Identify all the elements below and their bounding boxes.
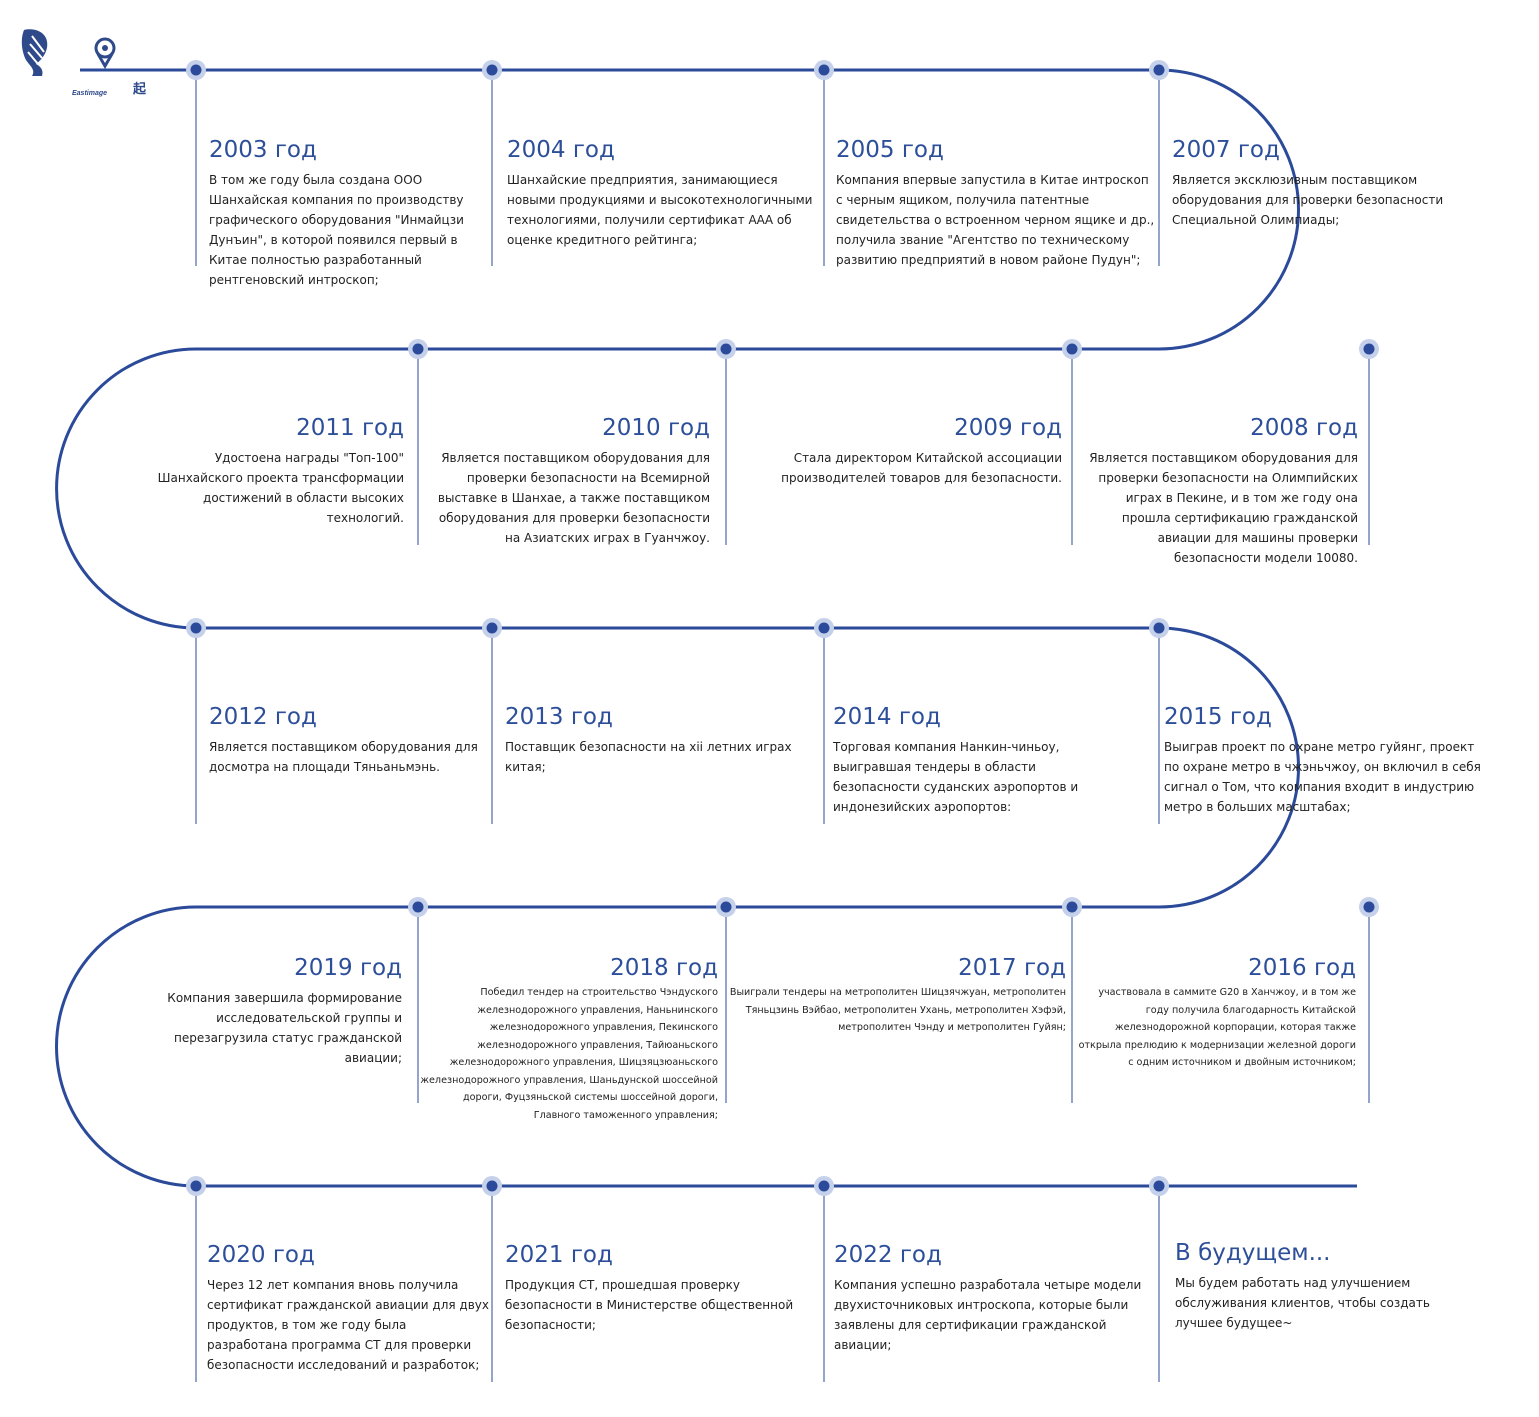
milestone-dot <box>818 64 830 76</box>
milestone-description: Продукция СТ, прошедшая проверку безопас… <box>505 1278 794 1332</box>
milestone-year: 2012 год <box>209 704 317 730</box>
milestone-year: 2014 год <box>833 704 941 730</box>
milestone-dot <box>720 343 732 355</box>
milestone-description: Поставщик безопасности на xii летних игр… <box>505 740 792 774</box>
milestone-dot <box>1363 343 1375 355</box>
milestone-description: Выиграли тендеры на метрополитен Шицзячж… <box>729 987 1066 1033</box>
milestone-dot <box>1066 901 1078 913</box>
milestone-dot <box>720 901 732 913</box>
milestone-year: 2003 год <box>209 137 317 163</box>
milestone-description: Является поставщиком оборудования для пр… <box>437 451 710 545</box>
milestone-year: 2013 год <box>505 704 613 730</box>
milestone-description: В том же году была создана ООО Шанхайска… <box>209 173 464 287</box>
milestone-dot <box>190 1180 202 1192</box>
eastimage-logo-icon <box>21 29 116 76</box>
milestone-description: Выиграв проект по охране метро гуйянг, п… <box>1164 740 1481 814</box>
milestone-dot <box>412 901 424 913</box>
milestone-description: Компания завершила формирование исследов… <box>167 991 402 1065</box>
milestone-description: Является эксклюзивным поставщиком оборуд… <box>1172 173 1444 227</box>
milestone-description: Торговая компания Нанкин-чиньоу, выиграв… <box>833 740 1079 814</box>
milestone-dot <box>412 343 424 355</box>
milestone-dot <box>1363 901 1375 913</box>
milestone-year: 2009 год <box>954 415 1062 441</box>
logo-wordmark: Eastimage <box>72 90 108 97</box>
timeline-path <box>55 68 1357 1188</box>
milestone-dot <box>190 622 202 634</box>
milestone-dot <box>1153 1180 1165 1192</box>
milestone-year: 2016 год <box>1248 955 1356 981</box>
milestone-description: Компания успешно разработала четыре моде… <box>834 1278 1142 1352</box>
company-logo: Eastimage 起 <box>18 26 146 97</box>
milestone-year: 2004 год <box>507 137 615 163</box>
milestone-description: Через 12 лет компания вновь получила сер… <box>207 1278 489 1372</box>
milestone-year: 2017 год <box>958 955 1066 981</box>
milestone-description: участвовала в саммите G20 в Ханчжоу, и в… <box>1078 987 1356 1068</box>
milestone-year: 2005 год <box>836 137 944 163</box>
timeline-markers <box>186 60 1379 1382</box>
milestone-year: 2021 год <box>505 1242 613 1268</box>
milestone-description: Является поставщиком оборудования для пр… <box>1089 451 1358 565</box>
milestone-year: В будущем... <box>1175 1240 1331 1266</box>
milestone-dot <box>1153 64 1165 76</box>
milestone-description: Мы будем работать над улучшением обслужи… <box>1175 1276 1430 1330</box>
milestone-dot <box>486 1180 498 1192</box>
milestone-year: 2020 год <box>207 1242 315 1268</box>
milestone-year: 2008 год <box>1250 415 1358 441</box>
milestone-year: 2010 год <box>602 415 710 441</box>
milestone-description: Удостоена награды "Топ-100" Шанхайского … <box>157 451 404 525</box>
milestone-dot <box>1066 343 1078 355</box>
milestone-card: 2003 год В том же году была создана ООО Ш… <box>209 136 491 290</box>
milestone-dot <box>486 622 498 634</box>
milestone-dot <box>190 64 202 76</box>
milestone-year: 2011 год <box>296 415 404 441</box>
milestone-description: Стала директором Китайской ассоциации пр… <box>781 451 1062 485</box>
milestone-year: 2007 год <box>1172 137 1280 163</box>
milestone-description: Шанхайские предприятия, занимающиеся нов… <box>507 173 813 247</box>
milestone-year: 2022 год <box>834 1242 942 1268</box>
milestone-description: Является поставщиком оборудования для до… <box>209 740 478 774</box>
milestone-year: 2015 год <box>1164 704 1272 730</box>
milestone-year: 2018 год <box>610 955 718 981</box>
milestone-dot <box>1153 622 1165 634</box>
milestone-description: Победил тендер на строительство Чэндуско… <box>420 987 718 1121</box>
milestone-description: Компания впервые запустила в Китае интро… <box>836 173 1155 267</box>
milestone-dot <box>486 64 498 76</box>
milestone-dot <box>818 1180 830 1192</box>
milestone-card: 2016 год участвовала в саммите G20 в Ханч… <box>1076 954 1356 1072</box>
milestone-year: 2019 год <box>294 955 402 981</box>
logo-badge: 起 <box>133 82 147 97</box>
milestone-card: В будущем... Мы будем работать над улучше… <box>1175 1239 1435 1333</box>
milestone-dot <box>818 622 830 634</box>
